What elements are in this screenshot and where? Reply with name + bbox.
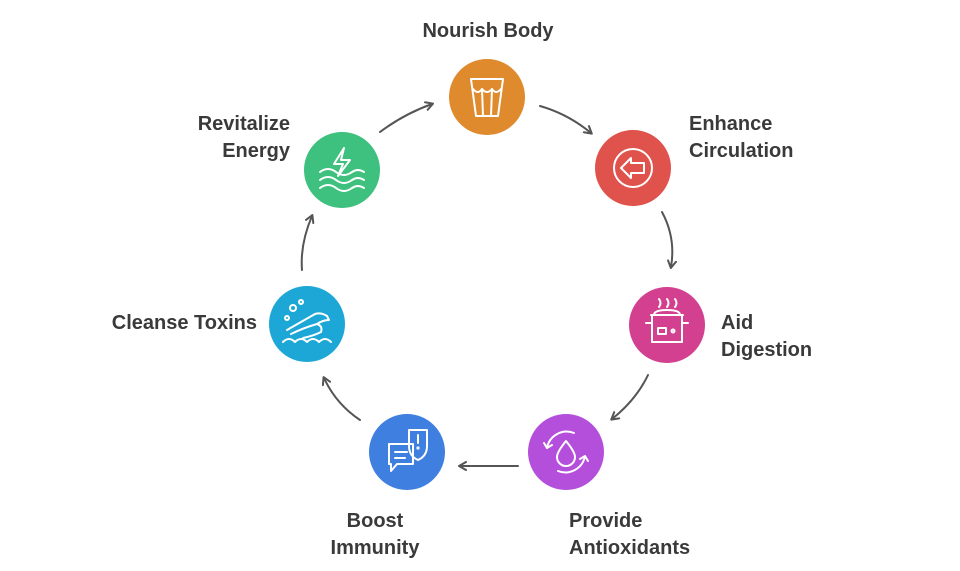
label-line: Circulation: [689, 140, 794, 162]
label-line: Digestion: [721, 339, 813, 361]
label-line: Aid: [721, 312, 754, 334]
arrow-energy-to-nourish: [379, 101, 434, 133]
label-enhance-circulation: Enhance Circulation: [689, 111, 793, 165]
node-revitalize-energy: [304, 132, 380, 208]
energy-waves-icon: [319, 147, 365, 192]
label-line: Antioxidants: [569, 537, 691, 559]
arrow-left-circle-icon: [613, 148, 653, 188]
label-line: Immunity: [330, 537, 420, 559]
label-line: Boost: [346, 510, 404, 532]
node-circle: [449, 59, 525, 135]
label-line: Revitalize: [197, 113, 290, 135]
arrow-cleanse-to-energy: [300, 214, 315, 271]
arrow-immunity-to-cleanse: [321, 376, 361, 421]
droplet-cycle-icon: [543, 430, 589, 474]
label-line: Enhance: [689, 113, 773, 135]
glass-icon: [470, 78, 504, 117]
label-line: Cleanse Toxins: [111, 312, 257, 334]
node-circle: [629, 287, 705, 363]
label-line: Provide: [569, 510, 643, 532]
cooking-pot-icon: [645, 298, 689, 343]
label-line: Energy: [222, 140, 290, 162]
arrow-nourish-to-circulation: [539, 105, 593, 135]
label-cleanse-toxins: Cleanse Toxins: [112, 310, 257, 337]
node-enhance-circulation: [595, 130, 671, 206]
node-boost-immunity: [369, 414, 445, 490]
node-circle: [269, 286, 345, 362]
label-nourish-body: Nourish Body: [422, 18, 553, 45]
label-revitalize-energy: Revitalize Energy: [198, 111, 290, 165]
label-aid-digestion: Aid Digestion: [721, 310, 812, 364]
washing-hand-icon: [282, 299, 332, 343]
label-provide-antioxidants: Provide Antioxidants: [569, 508, 690, 562]
node-cleanse-toxins: [269, 286, 345, 362]
label-line: Nourish Body: [422, 20, 554, 42]
arrow-digestion-to-antioxidants: [610, 374, 649, 421]
node-nourish-body: [449, 59, 525, 135]
shield-chat-icon: [388, 429, 428, 472]
node-circle: [595, 130, 671, 206]
label-boost-immunity: Boost Immunity: [331, 508, 420, 562]
node-circle: [528, 414, 604, 490]
node-aid-digestion: [629, 287, 705, 363]
node-provide-antioxidants: [528, 414, 604, 490]
arrow-circulation-to-digestion: [661, 211, 677, 269]
